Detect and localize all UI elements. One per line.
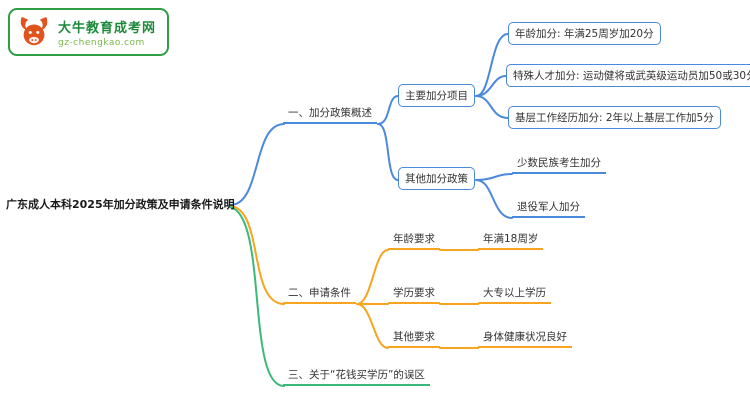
branch-diploma-mill-myth: 三、关于“花钱买学历”的误区 [283,367,430,386]
connector-branch2-other [356,303,389,349]
connector-mainitems-age [475,33,509,97]
branch-application-conditions: 二、申请条件 [283,285,356,304]
branch-bonus-policy-overview: 一、加分政策概述 [283,105,377,124]
node-special-talent-bonus: 特殊人才加分: 运动健将或武英级运动员加50或30分 [506,64,750,87]
node-main-bonus-items: 主要加分项目 [398,84,475,107]
connector-root-branch1 [229,123,285,206]
connector-branch2-age [356,249,389,305]
site-domain: gz-chengkao.com [58,37,145,48]
node-other-bonus-policies: 其他加分政策 [398,167,475,190]
connector-root-branch3 [229,206,285,387]
bull-logo-icon [17,15,51,49]
site-logo-text: 大牛教育成考网 gz-chengkao.com [58,17,156,48]
node-age-bonus: 年龄加分: 年满25周岁加20分 [508,22,661,45]
connector-branch1-mainitems [377,95,399,125]
root-node: 广东成人本科2025年加分政策及申请条件说明 [6,198,235,211]
node-ethnic-minority-bonus: 少数民族考生加分 [512,155,606,174]
node-age-requirement-label: 年龄要求 [388,231,440,250]
connector-other-veteran [475,179,513,219]
connector-other-minority [475,173,513,181]
node-grassroots-work-bonus: 基层工作经历加分: 2年以上基层工作加5分 [508,106,721,129]
node-education-requirement-value: 大专以上学历 [478,285,551,304]
connector-mainitems-grassroots [475,95,509,119]
node-education-requirement-label: 学历要求 [388,285,440,304]
site-logo[interactable]: 大牛教育成考网 gz-chengkao.com [8,8,170,56]
node-age-requirement-value: 年满18周岁 [478,231,544,250]
connector-branch1-otherpolicies [377,123,399,181]
node-other-requirement-label: 其他要求 [388,329,440,348]
site-name: 大牛教育成考网 [58,20,157,36]
node-other-requirement-value: 身体健康状况良好 [478,329,572,348]
connector-root-branch2 [229,205,285,305]
node-veteran-bonus: 退役军人加分 [512,199,585,218]
